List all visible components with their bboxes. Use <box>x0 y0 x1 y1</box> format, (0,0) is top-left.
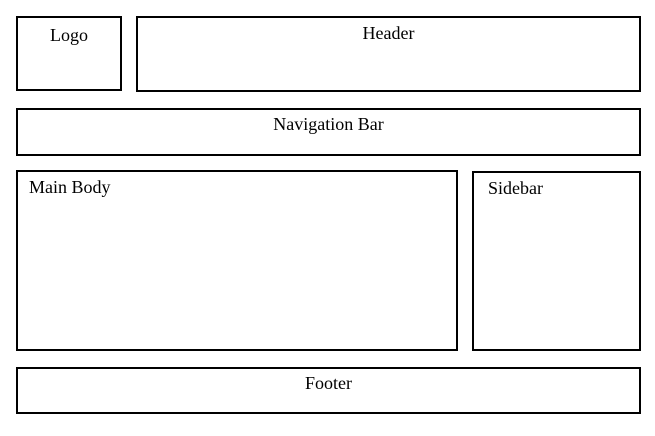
header-box: Header <box>136 16 641 92</box>
navigation-bar-box: Navigation Bar <box>16 108 641 156</box>
logo-box: Logo <box>16 16 122 91</box>
logo-label: Logo <box>50 25 88 45</box>
main-body-label: Main Body <box>29 177 111 197</box>
footer-label: Footer <box>305 373 352 393</box>
header-label: Header <box>362 23 415 43</box>
sidebar-box: Sidebar <box>472 171 641 351</box>
sidebar-label: Sidebar <box>488 178 543 198</box>
navigation-bar-label: Navigation Bar <box>273 114 384 134</box>
main-body-box: Main Body <box>16 170 458 351</box>
footer-box: Footer <box>16 367 641 414</box>
